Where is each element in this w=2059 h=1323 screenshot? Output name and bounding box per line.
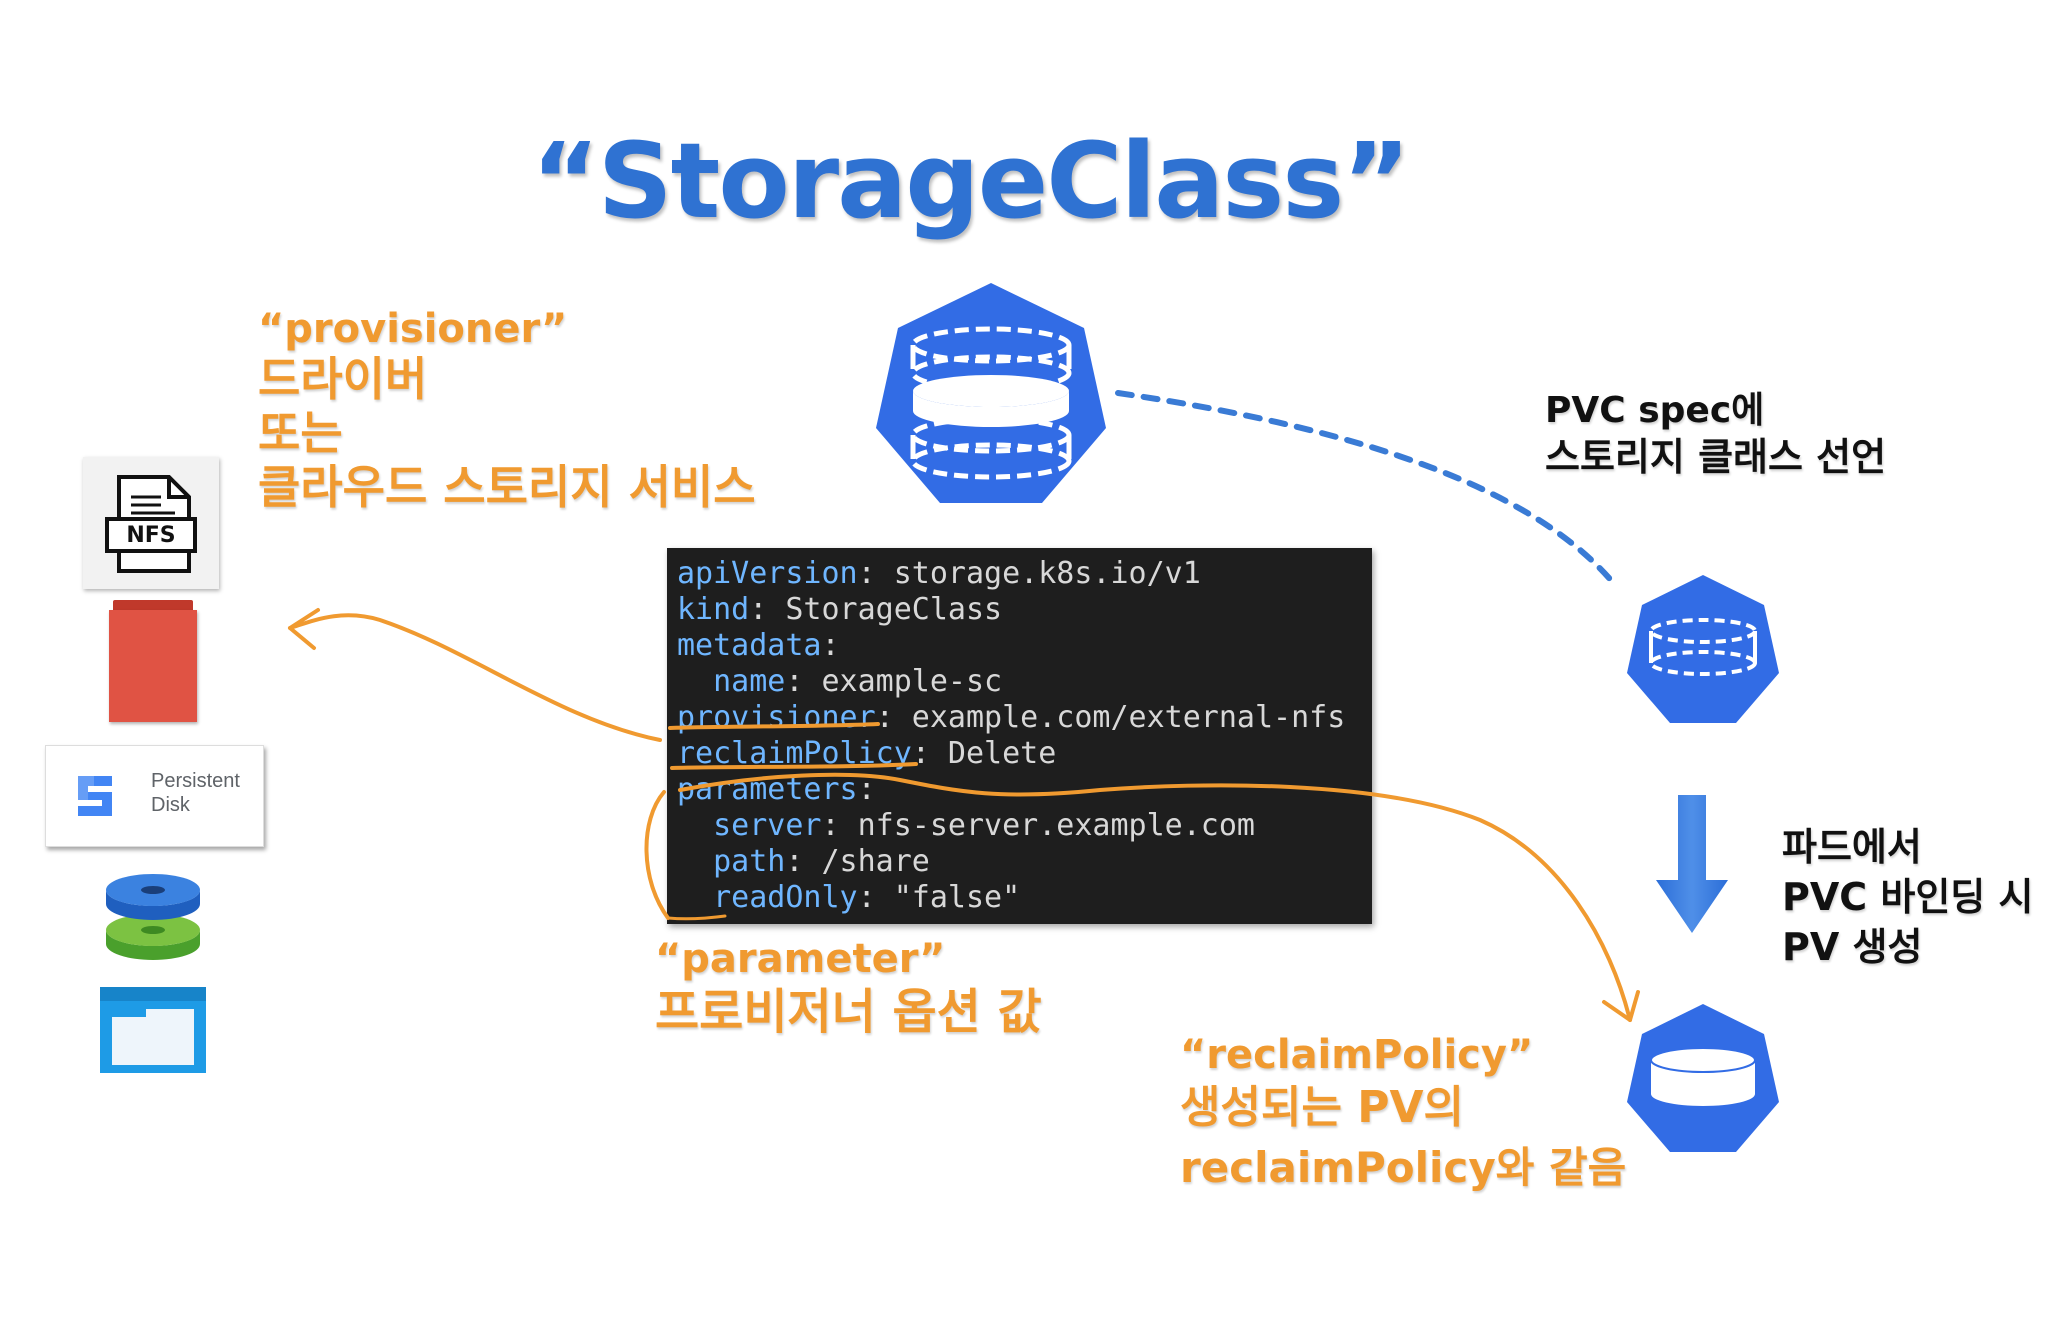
pvc-icon	[1620, 569, 1786, 729]
provisioner-quote: “provisioner”	[258, 306, 568, 352]
code-value: "false"	[875, 880, 1021, 915]
code-value: Delete	[929, 736, 1057, 771]
parameter-quote: “parameter”	[655, 936, 946, 982]
code-value: storage.k8s.io/v1	[875, 556, 1201, 591]
code-key: readOnly	[713, 880, 858, 915]
code-line: server: nfs-server.example.com	[713, 808, 1255, 843]
code-line: provisioner: example.com/external-nfs	[677, 700, 1346, 735]
nfs-icon: NFS	[83, 457, 219, 589]
pvc-line-1: PVC spec에	[1545, 390, 1765, 431]
code-value: /share	[803, 844, 930, 879]
code-value: nfs-server.example.com	[839, 808, 1255, 843]
code-key: name	[713, 664, 786, 699]
yaml-code-block: apiVersion: storage.k8s.io/v1 kind: Stor…	[667, 548, 1372, 924]
pod-line-2: PVC 바인딩 시	[1782, 875, 2034, 919]
code-key: apiVersion	[677, 556, 858, 591]
code-value: StorageClass	[767, 592, 1003, 627]
code-value: example-sc	[803, 664, 1003, 699]
code-key: kind	[677, 592, 750, 627]
pod-line-3: PV 생성	[1782, 925, 1923, 969]
code-line: path: /share	[713, 844, 930, 879]
code-key: server	[713, 808, 822, 843]
code-key: provisioner	[677, 700, 876, 735]
pod-line-1: 파드에서	[1782, 825, 1922, 869]
code-line: name: example-sc	[713, 664, 1003, 699]
code-line: metadata:	[677, 628, 840, 663]
reclaim-line-1: 생성되는 PV의	[1180, 1082, 1465, 1133]
code-line: readOnly: "false"	[713, 880, 1021, 915]
provisioner-line-2: 또는	[258, 406, 343, 460]
provisioner-line-1: 드라이버	[258, 352, 428, 406]
reclaim-quote: “reclaimPolicy”	[1180, 1032, 1534, 1078]
nfs-label: NFS	[126, 523, 176, 548]
disk-stack-icon	[106, 874, 200, 960]
code-line: kind: StorageClass	[677, 592, 1003, 627]
page-title: “StorageClass”	[531, 120, 1410, 242]
parameter-line: 프로비저너 옵션 값	[655, 984, 1042, 1040]
parameter-note: “parameter” 프로비저너 옵션 값	[655, 936, 1042, 1042]
reclaim-line-2: reclaimPolicy와 같음	[1180, 1143, 1627, 1192]
persistent-disk-icon: Persistent Disk	[45, 745, 264, 847]
code-line: apiVersion: storage.k8s.io/v1	[677, 556, 1201, 591]
provisioner-line-3: 클라우드 스토리지 서비스	[258, 460, 756, 514]
window-folder-icon	[100, 987, 206, 1073]
pv-icon	[1620, 998, 1786, 1158]
provisioner-note: “provisioner” 드라이버 또는 클라우드 스토리지 서비스	[258, 306, 756, 514]
code-value: example.com/external-nfs	[893, 700, 1346, 735]
persistent-disk-line-1: Persistent	[151, 770, 240, 792]
down-arrow-icon	[1656, 795, 1728, 933]
pod-note: 파드에서 PVC 바인딩 시 PV 생성	[1782, 822, 2033, 972]
pvc-note: PVC spec에 스토리지 클래스 선언	[1545, 388, 1886, 480]
persistent-disk-line-2: Disk	[151, 794, 190, 816]
reclaim-note: “reclaimPolicy” 생성되는 PV의 reclaimPolicy와 …	[1180, 1032, 1626, 1198]
storageclass-icon	[868, 275, 1114, 511]
code-key: path	[713, 844, 786, 879]
red-storage-icon	[109, 600, 197, 725]
pvc-line-2: 스토리지 클래스 선언	[1545, 435, 1887, 479]
code-key: metadata	[677, 628, 822, 663]
